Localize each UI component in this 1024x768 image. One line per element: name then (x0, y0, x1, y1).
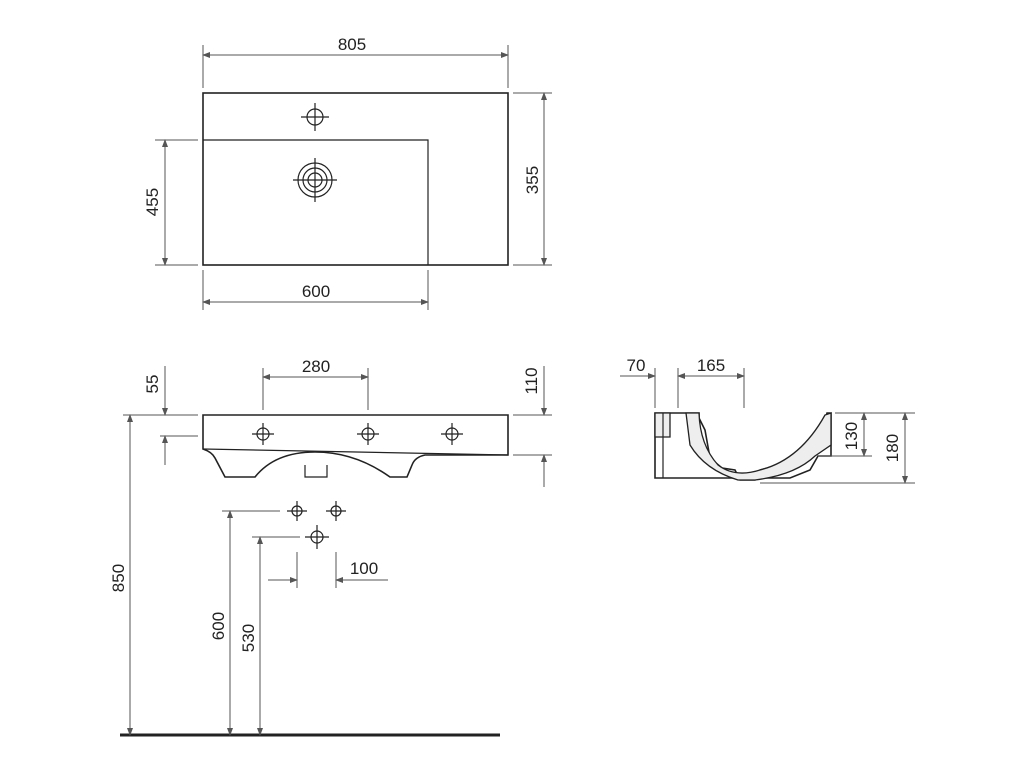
bowl-outline-top (203, 139, 429, 265)
basin-outline-top (202, 92, 509, 266)
waste-outlet-crosshair (293, 158, 337, 202)
dim-label-55: 55 (143, 375, 162, 394)
dim-label-600-valves: 600 (209, 612, 228, 640)
tap-hole-right (441, 423, 463, 445)
dimension-805: 805 (202, 35, 509, 88)
dim-label-165: 165 (697, 356, 725, 375)
dimension-280: 280 (262, 357, 369, 410)
dim-label-355: 355 (523, 166, 542, 194)
top-view: 805 455 355 600 (143, 35, 552, 310)
dim-label-280: 280 (302, 357, 330, 376)
dim-label-130: 130 (842, 422, 861, 450)
dimension-600-top: 600 (202, 270, 429, 310)
tap-hole-center (357, 423, 379, 445)
dim-label-70: 70 (627, 356, 646, 375)
dimension-355: 355 (513, 92, 552, 266)
dimension-530: 530 (239, 536, 300, 736)
dimension-55: 55 (123, 366, 198, 465)
dimension-600-valves: 600 (209, 510, 280, 736)
dimension-850: 850 (109, 414, 133, 736)
basin-edge-line (202, 448, 509, 456)
waste-outlet-front (304, 465, 328, 478)
basin-outline-front (202, 414, 509, 478)
dimension-100: 100 (268, 552, 388, 588)
dimension-165: 165 (677, 356, 745, 408)
dimension-180: 180 (760, 412, 915, 484)
waste-connection (305, 525, 329, 549)
dim-label-455: 455 (143, 188, 162, 216)
dim-label-180: 180 (883, 434, 902, 462)
dim-label-100: 100 (350, 559, 378, 578)
dim-label-600-top: 600 (302, 282, 330, 301)
dim-label-110: 110 (522, 367, 541, 394)
side-view: 70 165 130 180 (620, 356, 915, 484)
valve-left (287, 501, 307, 521)
front-view: 280 55 110 (109, 357, 552, 737)
tap-hole-left (252, 423, 274, 445)
dimension-70: 70 (620, 356, 700, 408)
dim-label-805: 805 (338, 35, 366, 54)
dimension-130: 130 (818, 412, 915, 457)
dimension-110: 110 (513, 366, 552, 487)
valve-right (326, 501, 346, 521)
dim-label-850: 850 (109, 564, 128, 592)
tap-hole-crosshair (301, 103, 329, 131)
dim-label-530: 530 (239, 624, 258, 652)
bowl-section-side (685, 412, 832, 481)
dimension-455: 455 (143, 139, 198, 266)
